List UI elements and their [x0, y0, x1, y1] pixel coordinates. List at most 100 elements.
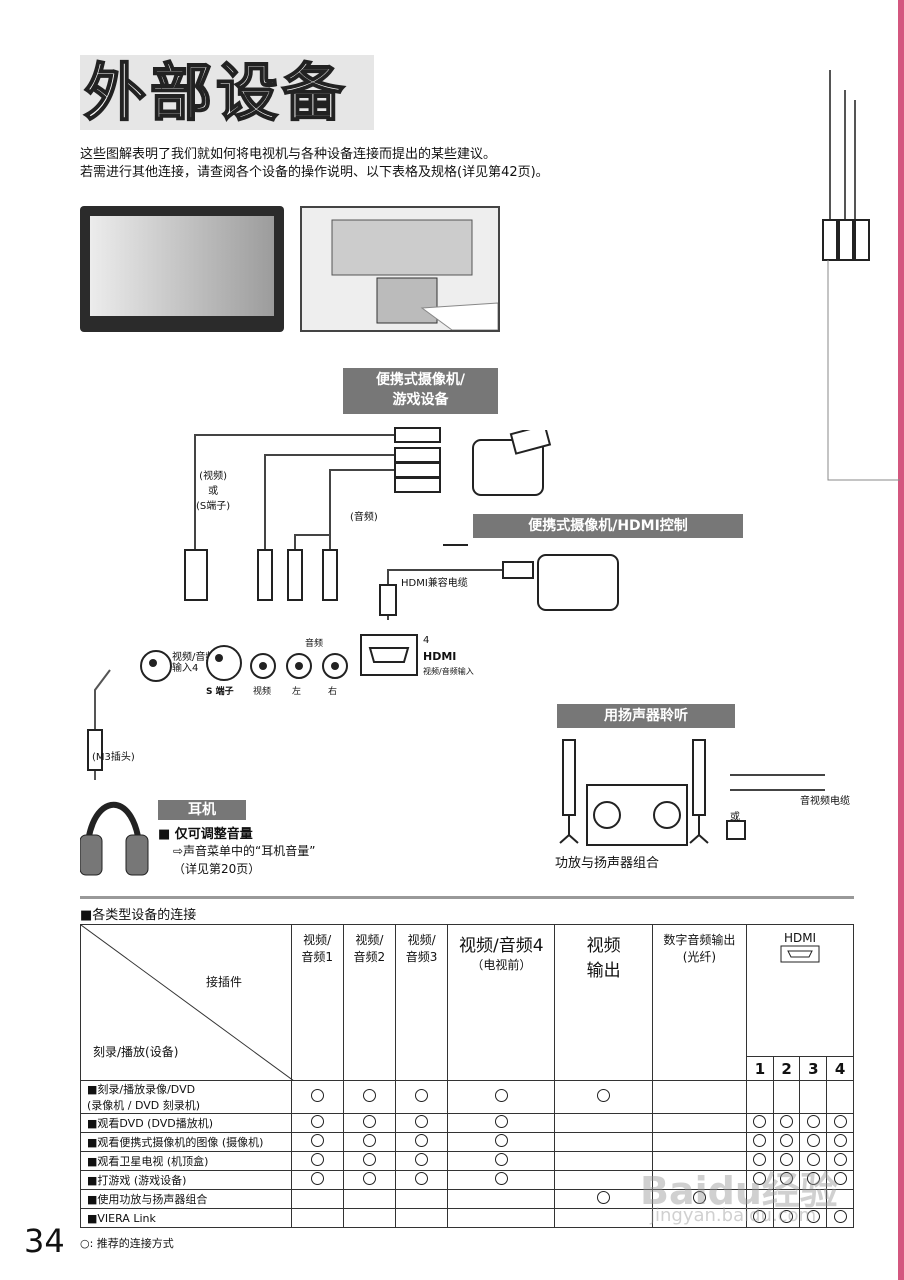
header-hdmi: HDMI [746, 924, 854, 1057]
amp-speaker-label: 功放与扬声器组合 [555, 856, 660, 871]
page-title: 外部设备 [80, 55, 374, 130]
header-av2: 视频/ 音频2 [342, 924, 396, 1081]
table-row: ■使用功放与扬声器组合 [80, 1189, 854, 1209]
headphone-menu-text: ⇨声音菜单中的“耳机音量” [173, 844, 316, 858]
s-terminal-jack [206, 645, 242, 681]
recommended-mark [753, 1134, 767, 1147]
table-row: ■VIERA Link [80, 1208, 854, 1228]
mark-cell [342, 1132, 396, 1152]
header-av3: 视频/ 音频3 [394, 924, 449, 1081]
recommended-mark [415, 1172, 429, 1185]
recommended-mark [806, 1210, 820, 1223]
recommended-mark [806, 1153, 820, 1166]
row-label: ■VIERA Link [80, 1208, 292, 1228]
mark-cell [290, 1208, 344, 1228]
mark-cell [394, 1080, 449, 1114]
recommended-mark [780, 1153, 794, 1166]
corner-device-label: 刻录/播放(设备) [93, 1045, 179, 1059]
table-row: ■观看卫星电视 (机顶盒) [80, 1151, 854, 1171]
header-av4-title: 视频/音频4 [459, 936, 544, 956]
header-hdmi-logo: HDMI [783, 931, 817, 945]
headphone-jack [140, 650, 172, 682]
row-label: ■观看便携式摄像机的图像 (摄像机) [80, 1132, 292, 1152]
mark-cell [554, 1132, 653, 1152]
recommended-mark [780, 1172, 794, 1185]
table-row: ■刻录/播放录像/DVD (录像机 / DVD 刻录机) [80, 1080, 854, 1114]
av4-label: 视频/音频 输入4 [172, 652, 216, 674]
hdmi-port-2: 2 [772, 1056, 801, 1081]
row-label: ■使用功放与扬声器组合 [80, 1189, 292, 1209]
audio-right-jack [322, 653, 348, 679]
recommended-mark [310, 1115, 324, 1128]
header-optical: 数字音频输出 (光纤) [651, 924, 748, 1081]
mark-cell [447, 1208, 556, 1228]
mark-cell [554, 1080, 653, 1114]
mark-cell [394, 1132, 449, 1152]
recommended-mark [753, 1210, 767, 1223]
row-label: ■刻录/播放录像/DVD (录像机 / DVD 刻录机) [80, 1080, 292, 1114]
recommended-mark [362, 1172, 376, 1185]
mark-cell [651, 1189, 748, 1209]
intro-line-1: 这些图解表明了我们就如何将电视机与各种设备连接而提出的某些建议。 [80, 147, 497, 162]
mark-cell [447, 1132, 556, 1152]
hdmi-port-3: 3 [799, 1056, 828, 1081]
headphone-cable-illustration [80, 669, 149, 876]
watermark-url: jingyan.baidu.com [650, 1205, 817, 1226]
left-label: 左 [292, 687, 302, 697]
table-footnote: ○: 推荐的连接方式 [80, 1237, 174, 1250]
mark-cell [447, 1080, 556, 1114]
av-cable-illustration [184, 427, 441, 601]
recommended-mark [753, 1153, 767, 1166]
row-label: ■观看DVD (DVD播放机) [80, 1113, 292, 1133]
recommended-mark [494, 1089, 508, 1102]
audio-left-jack [286, 653, 312, 679]
table-section-title: ■各类型设备的连接 [80, 908, 197, 923]
mark-cell [651, 1080, 748, 1114]
mark-cell [772, 1132, 801, 1152]
recommended-mark [833, 1210, 847, 1223]
mark-cell [290, 1113, 344, 1133]
row-label: ■观看卫星电视 (机顶盒) [80, 1151, 292, 1171]
mark-cell [746, 1208, 774, 1228]
recommended-mark [415, 1115, 429, 1128]
recommended-mark [494, 1153, 508, 1166]
av-cable-label: 音视频电缆 [800, 796, 850, 807]
recommended-mark [597, 1089, 611, 1102]
hdmi-port-4: 4 [826, 1056, 854, 1081]
mark-cell [651, 1208, 748, 1228]
mark-cell [342, 1189, 396, 1209]
recommended-mark [494, 1172, 508, 1185]
side-cables-illustration [822, 70, 900, 481]
audio-jack-label: 音频 [305, 639, 324, 649]
recommended-mark [780, 1134, 794, 1147]
mark-cell [290, 1132, 344, 1152]
headphone-banner: 耳机 [158, 800, 246, 820]
recommended-mark [806, 1115, 820, 1128]
recommended-mark [806, 1134, 820, 1147]
mark-cell [290, 1151, 344, 1171]
video-jack-label: 视频 [253, 687, 272, 697]
recommended-mark [310, 1153, 324, 1166]
mark-cell [342, 1080, 396, 1114]
tv-front-illustration [80, 206, 284, 332]
mark-cell [290, 1189, 344, 1209]
header-av4: 视频/音频4 （电视前） [447, 924, 556, 1081]
headphone-volume-only: ■ 仅可调整音量 [158, 827, 253, 842]
mark-cell [799, 1080, 828, 1114]
recommended-mark [833, 1134, 847, 1147]
headphone-see-text: （详见第20页） [173, 862, 261, 876]
hdmi-port-icon [780, 945, 820, 963]
or-label: 或 [730, 812, 740, 823]
recommended-mark [494, 1115, 508, 1128]
recommended-mark [415, 1153, 429, 1166]
header-av1: 视频/ 音频1 [290, 924, 344, 1081]
table-body: ■刻录/播放录像/DVD (录像机 / DVD 刻录机)■观看DVD (DVD播… [80, 1080, 854, 1228]
recommended-mark [753, 1172, 767, 1185]
intro-text: 这些图解表明了我们就如何将电视机与各种设备连接而提出的某些建议。 若需进行其他连… [80, 146, 549, 182]
mark-cell [772, 1113, 801, 1133]
mark-cell [342, 1170, 396, 1190]
mark-cell [772, 1080, 801, 1114]
row-label: ■打游戏 (游戏设备) [80, 1170, 292, 1190]
speaker-system-illustration [559, 739, 825, 846]
mark-cell [342, 1151, 396, 1171]
